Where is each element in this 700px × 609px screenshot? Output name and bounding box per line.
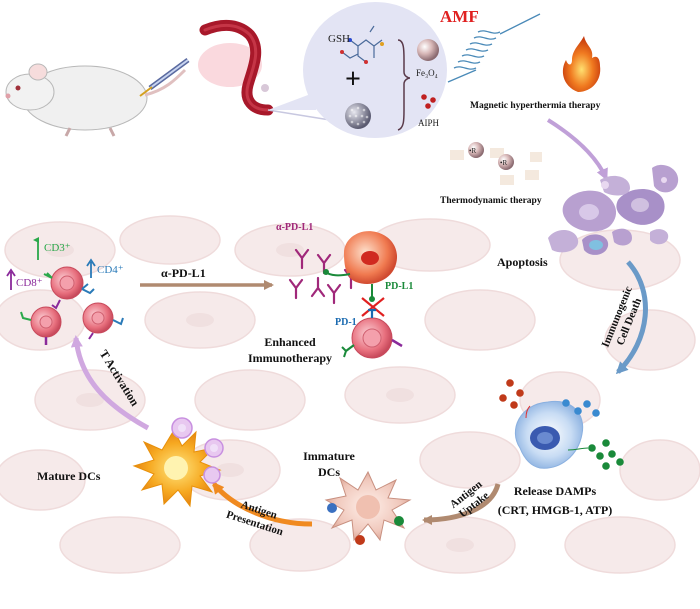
release-damps-line1: Release DAMPs — [514, 484, 597, 498]
fe3o4-label: Fe₃O₄ — [416, 68, 438, 78]
pd1-label: PD-1 — [335, 317, 357, 328]
mature-dc-cell — [132, 417, 224, 508]
amf-coil-icon — [447, 13, 541, 83]
apoptotic-cells — [548, 164, 679, 255]
cd3-label: CD3⁺ — [44, 242, 71, 254]
apoptosis-label: Apoptosis — [497, 255, 548, 269]
tumor-cell — [323, 231, 398, 302]
enhanced-immunotherapy-line1: Enhanced — [264, 335, 316, 349]
aiph-label: AIPH — [418, 118, 440, 128]
composition-brace — [397, 39, 411, 131]
t-activation-arrow — [70, 335, 150, 431]
immature-dc-cell — [324, 470, 412, 545]
macrophage-cell — [514, 400, 584, 469]
syringe-icon — [139, 57, 190, 97]
flame-icon — [562, 36, 601, 92]
tumor-vessel — [198, 19, 331, 121]
plus-sign: + — [345, 64, 361, 95]
damp-molecules — [499, 379, 624, 470]
pdl1-label: PD-L1 — [385, 281, 413, 292]
immature-dcs-line1: Immature — [303, 449, 355, 463]
effector-t-cell — [341, 308, 403, 359]
fe3o4-particle — [417, 39, 439, 61]
magnetic-hyperthermia-label: Magnetic hyperthermia therapy — [470, 101, 601, 111]
radical-label-2: •R — [500, 159, 507, 167]
gsh-label: GSH — [328, 33, 350, 45]
mature-dcs-label: Mature DCs — [37, 469, 101, 483]
release-damps-line2: (CRT, HMGB-1, ATP) — [498, 503, 612, 517]
t-cells-cluster — [20, 266, 124, 345]
enhanced-immunotherapy-line2: Immunotherapy — [248, 351, 332, 365]
icd-arrow — [615, 260, 648, 375]
thermodynamic-therapy-label: Thermodynamic therapy — [440, 196, 542, 206]
amf-label: AMF — [440, 7, 479, 26]
apdl1-antibody-label: α-PD-L1 — [276, 222, 313, 233]
cd8-up-arrow — [6, 268, 16, 290]
immature-dcs-line2: DCs — [318, 465, 340, 479]
apdl1-arrow-label: α-PD-L1 — [161, 266, 206, 280]
mesoporous-nanoparticle — [345, 103, 371, 129]
nanoparticle-composition-bubble — [268, 2, 447, 138]
aiph-particles — [421, 94, 436, 109]
antigen-presentation-arrow — [212, 481, 313, 527]
cd4-up-arrow — [86, 258, 96, 278]
gsh-molecule — [340, 25, 384, 64]
cd4-label: CD4⁺ — [97, 264, 124, 276]
mouse-illustration — [5, 63, 187, 137]
block-mark — [361, 297, 385, 317]
cd8-label: CD8⁺ — [16, 277, 43, 289]
radical-label-1: •R — [469, 147, 476, 155]
arrow-to-apoptosis-magnetic — [546, 118, 608, 181]
antigen-uptake-arrow — [422, 483, 501, 525]
radical-particles — [450, 142, 542, 185]
